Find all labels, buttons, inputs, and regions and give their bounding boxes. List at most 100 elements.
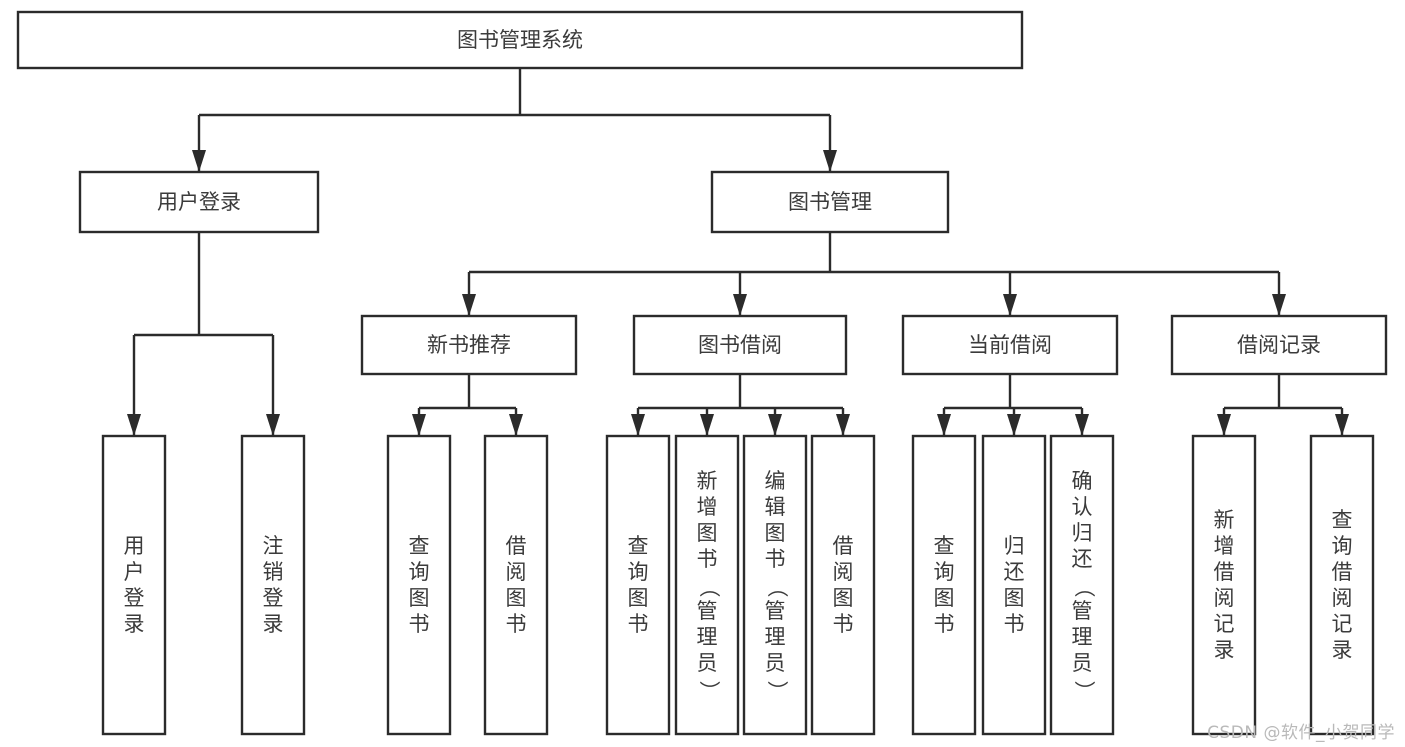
svg-text:销: 销: [263, 560, 284, 584]
svg-text:阅: 阅: [833, 560, 854, 584]
svg-text:借: 借: [1332, 560, 1353, 584]
svg-text:归: 归: [1072, 521, 1093, 545]
node-box: [1191, 434, 1257, 736]
node-book-admin[interactable]: 图书管理: [710, 170, 950, 234]
connector-arrowhead: [1217, 414, 1231, 436]
connector-arrowhead: [462, 294, 476, 316]
svg-text:查: 查: [628, 534, 649, 558]
svg-text:书: 书: [506, 612, 527, 636]
svg-text:户: 户: [124, 560, 145, 584]
node-box: [386, 434, 452, 736]
node-new-book-rec[interactable]: 新书推荐: [360, 314, 578, 376]
connector-arrowhead: [1272, 294, 1286, 316]
node-label: 用户登录: [157, 190, 241, 214]
svg-text:录: 录: [1332, 638, 1353, 662]
svg-text:管: 管: [697, 599, 718, 623]
node-current-borrow[interactable]: 当前借阅: [901, 314, 1119, 376]
node-box: [674, 434, 740, 736]
svg-text:归: 归: [1004, 534, 1025, 558]
svg-text:辑: 辑: [765, 495, 786, 519]
connector-group: [127, 232, 280, 436]
node-box: [632, 314, 848, 376]
svg-text:（: （: [1072, 577, 1096, 598]
svg-text:借: 借: [1214, 560, 1235, 584]
svg-text:理: 理: [765, 625, 786, 649]
node-box: [810, 434, 876, 736]
svg-text:新: 新: [697, 469, 718, 493]
node-leaf-user-login[interactable]: 用户登录: [101, 434, 167, 736]
node-label: 当前借阅: [968, 333, 1052, 357]
svg-text:书: 书: [934, 612, 955, 636]
svg-text:）: ）: [1072, 681, 1096, 702]
node-box: [78, 170, 320, 234]
connector-arrowhead: [1075, 414, 1089, 436]
svg-text:记: 记: [1332, 612, 1353, 636]
svg-text:阅: 阅: [1332, 586, 1353, 610]
svg-text:书: 书: [697, 547, 718, 571]
node-box: [1309, 434, 1375, 736]
node-book-borrow[interactable]: 图书借阅: [632, 314, 848, 376]
svg-text:借: 借: [506, 534, 527, 558]
svg-text:查: 查: [409, 534, 430, 558]
svg-text:查: 查: [934, 534, 955, 558]
svg-text:图: 图: [765, 521, 786, 545]
connector-arrowhead: [733, 294, 747, 316]
svg-text:询: 询: [934, 560, 955, 584]
node-box: [1170, 314, 1388, 376]
svg-text:（: （: [765, 577, 789, 598]
node-box: [240, 434, 306, 736]
connector-arrowhead: [127, 414, 141, 436]
svg-text:还: 还: [1072, 547, 1093, 571]
connector-group: [937, 374, 1089, 436]
node-borrow-record[interactable]: 借阅记录: [1170, 314, 1388, 376]
svg-text:）: ）: [765, 681, 789, 702]
node-label: 图书管理: [788, 190, 872, 214]
svg-text:增: 增: [697, 495, 718, 519]
node-box: [605, 434, 671, 736]
svg-text:录: 录: [1214, 638, 1235, 662]
svg-text:书: 书: [409, 612, 430, 636]
node-label: 借阅记录: [1237, 333, 1321, 357]
connector-arrowhead: [192, 150, 206, 172]
svg-text:阅: 阅: [1214, 586, 1235, 610]
node-user-login[interactable]: 用户登录: [78, 170, 320, 234]
svg-text:记: 记: [1214, 612, 1235, 636]
svg-text:询: 询: [628, 560, 649, 584]
connector-group: [462, 232, 1286, 316]
connector-arrowhead: [768, 414, 782, 436]
svg-text:理: 理: [1072, 625, 1093, 649]
svg-text:还: 还: [1004, 560, 1025, 584]
connector-arrowhead: [1335, 414, 1349, 436]
svg-text:图: 图: [506, 586, 527, 610]
svg-text:确: 确: [1072, 469, 1093, 493]
svg-text:增: 增: [1214, 534, 1235, 558]
node-layer: 图书管理系统用户登录图书管理新书推荐图书借阅当前借阅借阅记录用户登录注销登录查询…: [16, 10, 1388, 736]
node-root[interactable]: 图书管理系统: [16, 10, 1024, 70]
node-box: [901, 314, 1119, 376]
svg-text:编: 编: [765, 469, 786, 493]
node-box: [710, 170, 950, 234]
connector-arrowhead: [412, 414, 426, 436]
svg-text:图: 图: [409, 586, 430, 610]
